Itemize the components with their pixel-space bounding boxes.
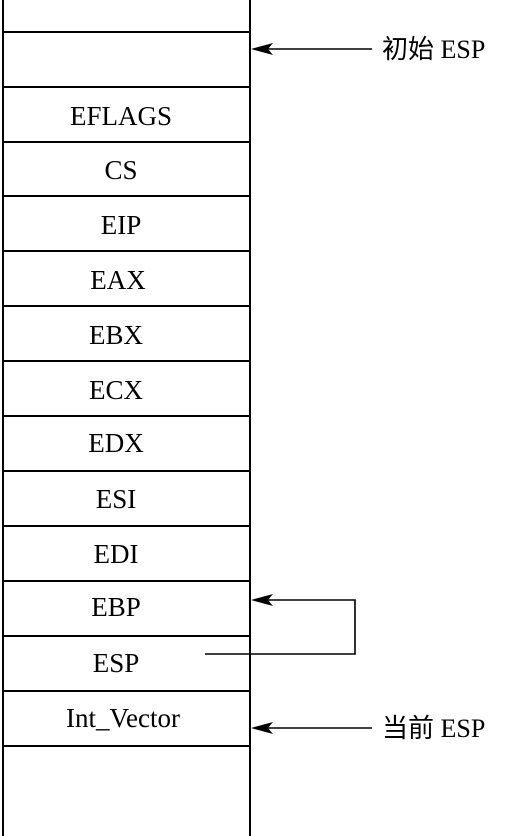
current-esp-pointer: 当前 ESP [251, 714, 485, 743]
stack-cell-ebx: EBX [89, 320, 144, 350]
arrow-left-icon [251, 43, 273, 55]
stack-cell-edx: EDX [88, 428, 144, 458]
stack-cell-eip: EIP [101, 210, 142, 240]
stack-cell-esi: ESI [96, 484, 137, 514]
arrow-left-icon [251, 722, 273, 734]
current-esp-label: 当前 ESP [382, 714, 485, 743]
stack-cell-cs: CS [104, 155, 137, 185]
stack-cell-int-vector: Int_Vector [66, 703, 180, 733]
stack-cell-ebp: EBP [91, 592, 141, 622]
stack-cell-eflags: EFLAGS [70, 101, 172, 131]
ebp-link-arrow [205, 594, 356, 655]
initial-esp-label: 初始 ESP [382, 35, 485, 64]
stack-cell-labels: EFLAGS CS EIP EAX EBX ECX EDX ESI EDI EB… [66, 101, 180, 733]
ebp-link-path [205, 599, 356, 655]
stack-cell-eax: EAX [90, 265, 146, 295]
stack-cell-ecx: ECX [89, 375, 144, 405]
stack-dividers [3, 31, 250, 747]
stack-cell-esp: ESP [93, 648, 140, 678]
arrow-left-icon [251, 594, 273, 606]
stack-cell-edi: EDI [94, 539, 139, 569]
initial-esp-pointer: 初始 ESP [251, 35, 485, 64]
